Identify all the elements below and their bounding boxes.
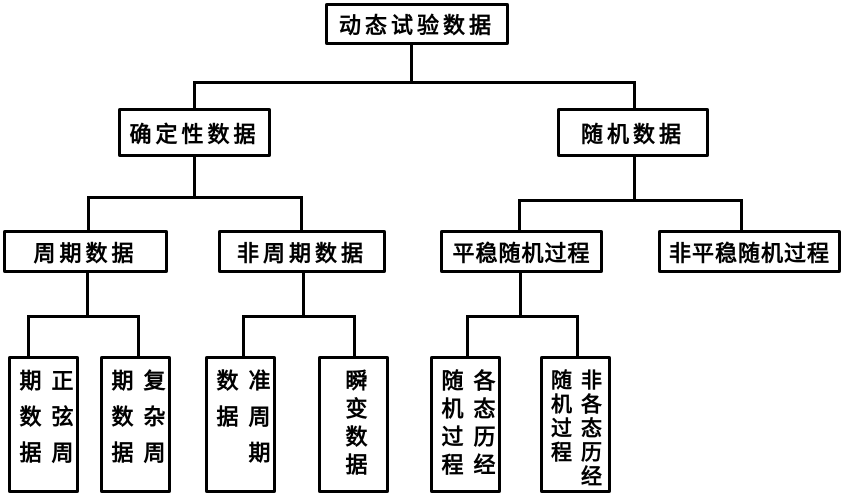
connector-random-bar xyxy=(518,199,743,202)
node-label: 随机数据 xyxy=(580,122,685,148)
node-label: 准周期数据 xyxy=(212,369,270,477)
connector-to-transient xyxy=(353,315,356,357)
connector-stationary-bar xyxy=(466,315,579,318)
node-nonergodic-random-process: 非各态历经随机过程 xyxy=(540,356,611,493)
node-label: 平稳随机过程 xyxy=(452,241,591,267)
connector-level1-bar xyxy=(193,81,636,84)
node-quasi-periodic-data: 准周期数据 xyxy=(205,356,276,493)
connector-deterministic-down xyxy=(193,156,196,198)
connector-to-ergodic xyxy=(466,315,469,357)
connector-to-periodic xyxy=(87,196,90,231)
connector-to-random xyxy=(633,81,636,109)
connector-to-nonstationary xyxy=(740,199,743,231)
connector-to-stationary xyxy=(518,199,521,231)
node-deterministic-data: 确定性数据 xyxy=(118,108,271,157)
node-ergodic-random-process: 各态历经随机过程 xyxy=(430,356,501,493)
node-label: 非各态历经随机过程 xyxy=(548,369,603,489)
connector-stationary-down xyxy=(519,272,522,318)
node-label: 确定性数据 xyxy=(129,122,260,148)
connector-to-sine xyxy=(27,315,30,357)
connector-periodic-down xyxy=(86,272,89,318)
connector-to-nonperiodic xyxy=(300,196,303,231)
node-label: 动态试验数据 xyxy=(338,14,495,39)
connector-nonperiodic-bar xyxy=(242,315,356,318)
node-label: 瞬变数据 xyxy=(341,369,367,481)
node-dynamic-test-data: 动态试验数据 xyxy=(325,3,509,45)
node-label: 非平稳随机过程 xyxy=(668,241,830,267)
connector-deterministic-bar xyxy=(87,196,303,199)
connector-nonperiodic-down xyxy=(302,272,305,318)
node-complex-periodic-data: 复杂周期数据 xyxy=(100,356,171,493)
connector-to-deterministic xyxy=(193,81,196,109)
node-periodic-data: 周期数据 xyxy=(3,230,168,273)
connector-to-quasi xyxy=(242,315,245,357)
node-nonperiodic-data: 非周期数据 xyxy=(218,230,386,273)
node-sine-periodic-data: 正弦周期数据 xyxy=(8,356,79,493)
node-label: 正弦周期数据 xyxy=(15,369,73,477)
connector-root-down xyxy=(410,44,413,84)
connector-to-complex xyxy=(137,315,140,357)
node-label: 复杂周期数据 xyxy=(107,369,165,477)
node-nonstationary-random-process: 非平稳随机过程 xyxy=(658,230,841,273)
node-label: 各态历经随机过程 xyxy=(437,369,495,481)
node-random-data: 随机数据 xyxy=(557,108,709,157)
connector-periodic-bar xyxy=(27,315,140,318)
connector-random-down xyxy=(633,156,636,201)
node-label: 周期数据 xyxy=(33,241,138,267)
node-label: 非周期数据 xyxy=(236,241,367,267)
node-stationary-random-process: 平稳随机过程 xyxy=(440,230,603,273)
node-transient-data: 瞬变数据 xyxy=(318,356,389,493)
connector-to-nonergodic xyxy=(576,315,579,357)
